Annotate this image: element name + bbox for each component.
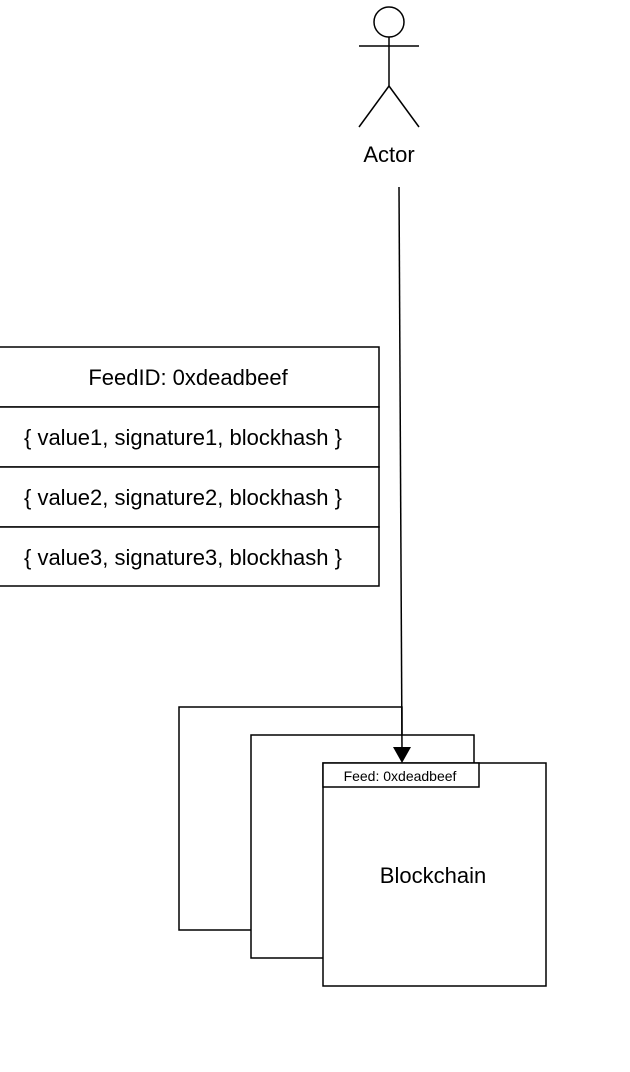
actor-head bbox=[373, 6, 405, 38]
arrow-line bbox=[398, 186, 403, 752]
feed-table-row-3: { value3, signature3, blockhash } bbox=[24, 545, 342, 570]
feed-table-header-cell bbox=[0, 346, 380, 408]
actor-right-leg bbox=[388, 85, 420, 128]
feed-table-row-3-cell bbox=[0, 526, 380, 587]
actor-left-leg bbox=[358, 85, 390, 128]
actor-to-blockchain-arrow bbox=[393, 186, 411, 763]
feed-table-row-1-cell bbox=[0, 406, 380, 468]
feed-table-row-1: { value1, signature1, blockhash } bbox=[24, 425, 342, 450]
arrow-head-icon bbox=[393, 747, 411, 763]
blockchain-feed-tab-label: Feed: 0xdeadbeef bbox=[344, 768, 457, 784]
actor-figure bbox=[358, 6, 420, 128]
feed-table-row-2: { value2, signature2, blockhash } bbox=[24, 485, 342, 510]
blockchain-stack bbox=[178, 706, 547, 987]
feed-table bbox=[0, 346, 380, 587]
feed-table-header: FeedID: 0xdeadbeef bbox=[88, 365, 288, 390]
actor-label: Actor bbox=[363, 142, 414, 167]
blockchain-label: Blockchain bbox=[380, 863, 486, 888]
blockchain-feed-tab bbox=[322, 762, 480, 788]
